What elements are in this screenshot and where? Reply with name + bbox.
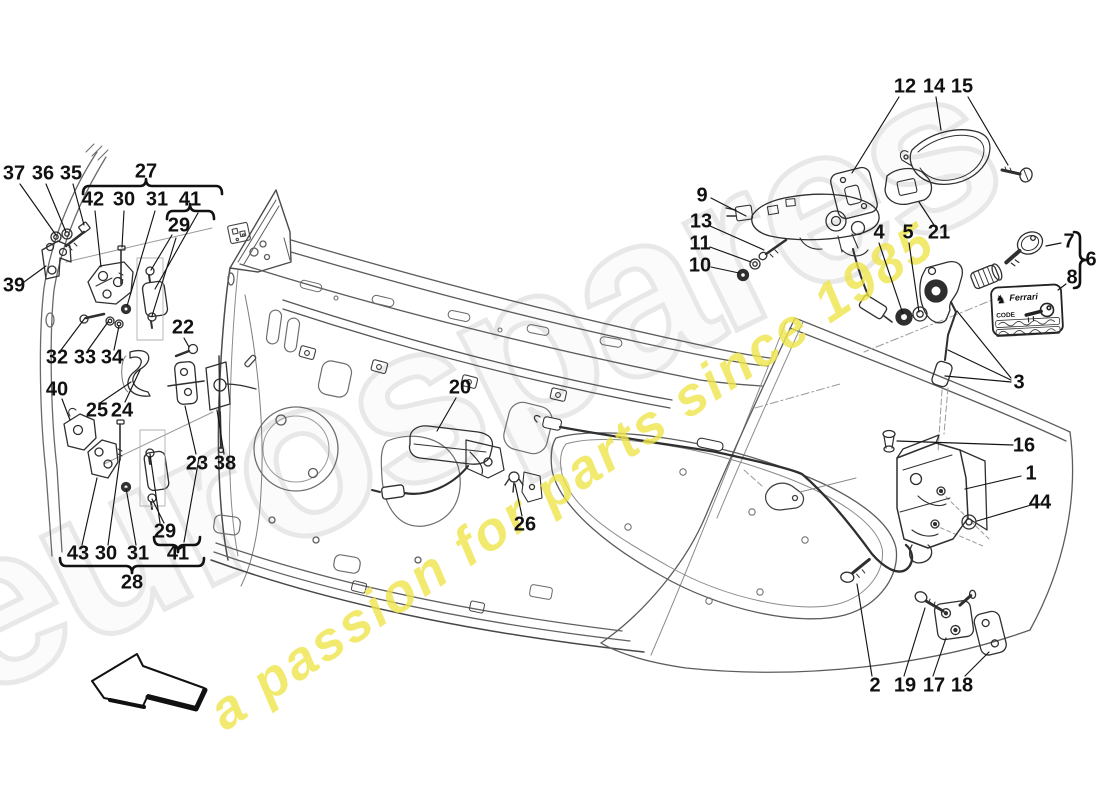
lock-cylinder-group	[895, 231, 1044, 388]
leader-line-23	[184, 405, 197, 455]
leader-line-39	[23, 265, 47, 283]
leader-line-30	[107, 457, 121, 546]
leader-line-3	[947, 349, 1012, 381]
door-holes	[624, 468, 809, 605]
leader-line-41	[154, 212, 199, 290]
leader-line-43	[81, 477, 98, 546]
group-brace-41	[152, 535, 202, 554]
leader-line-13	[709, 225, 765, 251]
leader-line-16	[896, 440, 1014, 446]
leader-line-19	[903, 607, 926, 677]
card-brand: Ferrari	[1009, 291, 1038, 303]
belt-slots	[299, 279, 623, 348]
group-brace-28	[58, 556, 206, 575]
leader-line-42	[94, 210, 102, 268]
leader-line-24	[124, 369, 141, 403]
leader-line-22	[183, 337, 190, 348]
leader-line-33	[87, 321, 109, 351]
upper-hinge-group	[41, 221, 169, 341]
construction-lines	[65, 227, 1003, 547]
leader-line-11	[709, 246, 752, 263]
leader-line-29	[151, 237, 177, 317]
card-code-strips	[995, 317, 1061, 337]
leader-line-1	[964, 475, 1022, 490]
direction-arrow	[91, 653, 208, 712]
leader-line-34	[113, 325, 120, 351]
leader-line-37	[19, 183, 57, 236]
leader-line-5	[908, 242, 920, 313]
lock-mechanism-group	[725, 193, 893, 323]
group-brace-27	[81, 177, 224, 196]
body-pillar	[39, 143, 109, 557]
leader-line-44	[976, 504, 1032, 522]
group-brace-6	[1072, 230, 1088, 290]
leader-line-31	[126, 210, 156, 307]
leader-line-30	[121, 210, 125, 248]
leader-line-2	[856, 583, 873, 677]
leader-line-40	[61, 398, 71, 421]
leader-line-38	[216, 409, 225, 455]
front-door-panel	[210, 189, 787, 656]
rear-door-outline	[529, 317, 1074, 673]
prancing-horse-icon: ♞	[995, 292, 1006, 307]
panel-cutouts	[213, 309, 553, 574]
leader-line-8	[1057, 283, 1067, 291]
leader-line-29	[151, 498, 165, 524]
leader-line-12	[851, 96, 900, 174]
leader-line-15	[967, 96, 1009, 166]
leader-line-14	[935, 96, 942, 131]
rail-clips	[298, 345, 568, 402]
leader-line-9	[710, 197, 747, 217]
leader-line-36	[45, 183, 67, 233]
leader-line-26	[514, 483, 523, 517]
leader-line-41	[183, 457, 200, 543]
leader-line-17	[932, 637, 947, 677]
key-code-card: ♞ Ferrari CODE	[990, 283, 1064, 337]
leader-line-3	[956, 310, 1012, 379]
card-code-label: CODE	[996, 312, 1016, 320]
interior-handle-group	[371, 425, 543, 503]
leader-line-35	[72, 183, 85, 226]
leader-line-18	[964, 651, 990, 677]
group-brace-41	[165, 202, 216, 221]
leader-line-10	[710, 266, 740, 274]
leader-line-31	[125, 487, 137, 546]
leader-line-3	[944, 375, 1012, 383]
leader-line-29	[150, 234, 173, 271]
leader-line-4	[878, 242, 904, 315]
latch-group	[533, 414, 1007, 656]
leader-line-21	[918, 201, 935, 226]
leader-line-7	[1045, 242, 1062, 247]
exterior-handle-group	[830, 129, 1033, 220]
leader-line-25	[99, 381, 132, 404]
leader-line-32	[60, 317, 86, 351]
leader-line-20	[436, 397, 457, 432]
